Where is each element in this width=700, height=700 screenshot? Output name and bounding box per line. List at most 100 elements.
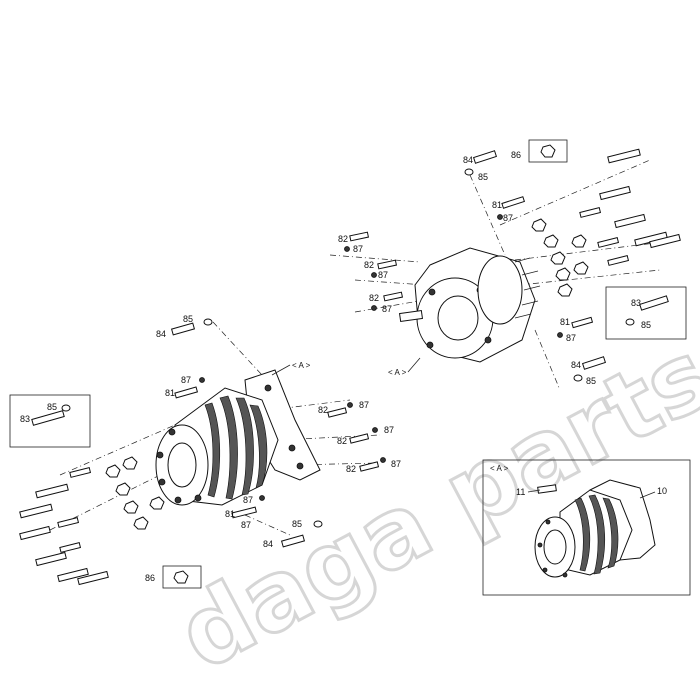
view-a-tag: < A >	[292, 361, 311, 370]
callout-11: 11	[516, 487, 525, 497]
bolt-82	[327, 407, 348, 418]
flange-bolt-hole	[484, 336, 492, 344]
long-bolt	[77, 570, 109, 586]
callout-82: 82	[369, 293, 379, 303]
ref-box-86-lower	[162, 565, 202, 589]
long-bolt	[19, 503, 53, 519]
callout-87: 87	[566, 333, 576, 343]
nut-86	[173, 570, 189, 584]
callout-86: 86	[511, 150, 521, 160]
nut	[122, 456, 138, 470]
washer-87	[371, 305, 377, 311]
washer-87	[557, 332, 563, 338]
bolt-81	[174, 386, 199, 399]
housing-fin	[219, 395, 238, 500]
nut	[573, 261, 589, 275]
housing-fin	[574, 497, 591, 572]
upper-housing	[398, 247, 541, 363]
bolt-84	[170, 322, 196, 336]
nut	[133, 516, 149, 530]
flange-hole	[537, 542, 543, 548]
callout-87: 87	[391, 459, 401, 469]
bolt-82	[377, 259, 398, 270]
view-tag-leader	[271, 364, 291, 376]
callout-86: 86	[145, 573, 155, 583]
upper-ring-gear	[477, 255, 523, 325]
callout-84: 84	[156, 329, 166, 339]
flange-stud	[158, 478, 166, 486]
assembly-line	[354, 279, 426, 286]
long-bolt	[57, 567, 89, 583]
long-bolt	[35, 483, 69, 499]
bolt-82	[349, 231, 370, 242]
bolt-81	[501, 196, 526, 209]
flange-stud	[156, 451, 164, 459]
lower-nuts	[105, 456, 165, 530]
nut	[115, 482, 131, 496]
washer-87	[259, 495, 265, 501]
assembly-line	[534, 329, 561, 391]
plate-hole	[264, 384, 272, 392]
nut	[543, 234, 559, 248]
callout-81: 81	[165, 388, 175, 398]
long-bolt	[607, 148, 641, 164]
washer-87	[380, 457, 386, 463]
callout-85: 85	[641, 320, 651, 330]
callout-87: 87	[241, 520, 251, 530]
lower-assembly: < A > 85 84 81 87 82 87 82 87 82 87 87 8…	[9, 314, 401, 589]
bolt-83	[31, 410, 65, 426]
callout-82: 82	[337, 436, 347, 446]
callout-82: 82	[346, 464, 356, 474]
bolt-84	[581, 356, 607, 370]
bolt-82	[349, 433, 370, 444]
long-bolt	[599, 185, 631, 201]
short-bolt	[57, 517, 80, 528]
flange-hole	[562, 572, 568, 578]
nut	[557, 283, 573, 297]
bolt-82	[359, 461, 380, 472]
inset-title: < A >	[490, 464, 509, 473]
callout-87: 87	[353, 244, 363, 254]
callout-87: 87	[382, 304, 392, 314]
assembly-line	[514, 239, 681, 261]
washer-87	[344, 246, 350, 252]
plate-hole	[288, 444, 296, 452]
ref-box-83-lower	[9, 394, 91, 448]
nut	[123, 500, 139, 514]
nut	[149, 496, 165, 510]
callout-83: 83	[20, 414, 30, 424]
flange-hole	[542, 567, 548, 573]
upper-flange-bore	[437, 295, 479, 341]
inset-flange-bore	[543, 529, 567, 565]
callout-82: 82	[318, 405, 328, 415]
upper-studs	[514, 257, 541, 319]
callout-84: 84	[263, 539, 273, 549]
callout-84: 84	[571, 360, 581, 370]
callout-87: 87	[359, 400, 369, 410]
nut	[531, 218, 547, 232]
callout-81: 81	[492, 200, 502, 210]
callout-85: 85	[183, 314, 193, 324]
leader-11	[527, 489, 541, 493]
washer-85	[464, 168, 474, 176]
long-bolt	[19, 525, 51, 541]
assembly-line	[329, 254, 421, 263]
view-tag-leader	[407, 357, 421, 373]
flange-stud	[168, 428, 176, 436]
short-bolt	[59, 542, 82, 553]
washer-85	[61, 404, 71, 412]
short-bolt	[607, 255, 630, 266]
callout-84: 84	[463, 155, 473, 165]
assembly-line	[499, 159, 651, 226]
assembly-line	[519, 269, 661, 286]
bolt-81	[571, 316, 594, 329]
callout-87: 87	[378, 270, 388, 280]
callout-82: 82	[338, 234, 348, 244]
housing-fin	[204, 402, 221, 498]
callout-87: 87	[243, 495, 253, 505]
bolt-82	[383, 291, 404, 302]
bolt-84	[280, 534, 306, 548]
washer-87	[497, 214, 503, 220]
upper-long-bolts	[579, 148, 681, 266]
leader-10	[639, 491, 656, 499]
